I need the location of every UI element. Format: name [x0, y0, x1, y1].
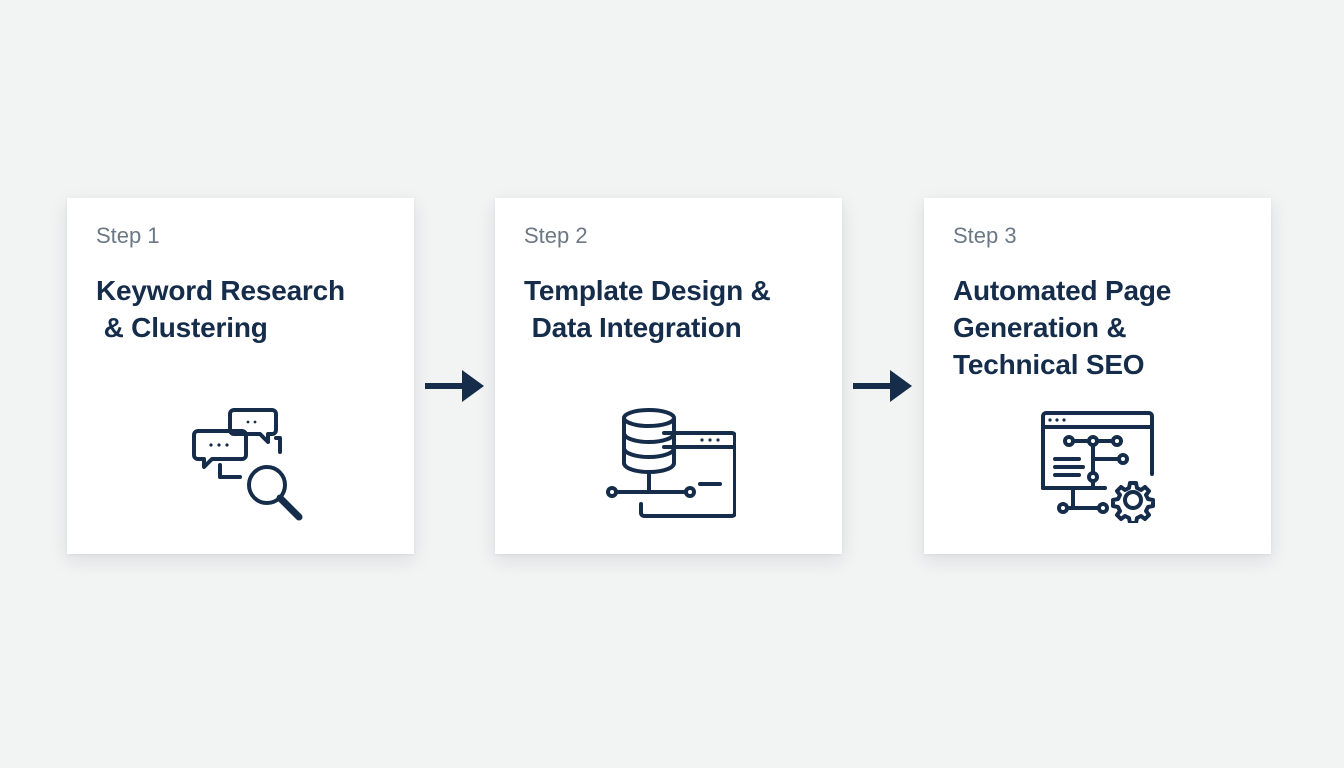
right-arrow-icon: [852, 369, 914, 403]
step-card-1: Step 1 Keyword Research & Clustering: [67, 198, 414, 554]
step-card-2: Step 2 Template Design & Data Integratio…: [495, 198, 842, 554]
window-flow-gear-icon: [924, 403, 1271, 533]
step-card-3: Step 3 Automated Page Generation & Techn…: [924, 198, 1271, 554]
step-label: Step 1: [96, 223, 160, 248]
step-label: Step 3: [953, 223, 1017, 248]
right-arrow-icon: [424, 369, 486, 403]
step-title: Template Design & Data Integration: [524, 275, 771, 343]
step-title: Automated Page Generation & Technical SE…: [953, 275, 1172, 380]
step-title: Keyword Research & Clustering: [96, 275, 345, 343]
database-window-icon: [495, 403, 842, 533]
step-label: Step 2: [524, 223, 588, 248]
chat-bubbles-search-icon: [67, 398, 414, 528]
